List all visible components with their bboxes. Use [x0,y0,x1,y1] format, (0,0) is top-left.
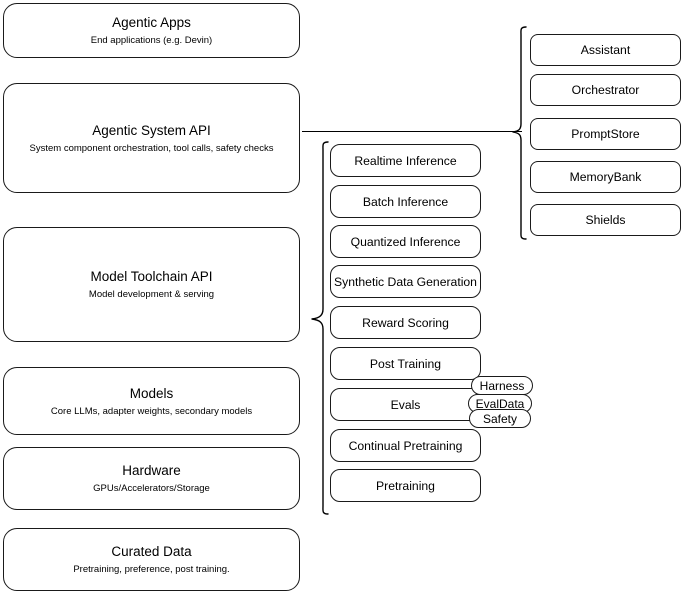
layer-box-models[interactable]: Models Core LLMs, adapter weights, secon… [3,367,300,435]
toolchain-box-synthetic-data-generation[interactable]: Synthetic Data Generation [330,265,481,298]
layer-subtitle: GPUs/Accelerators/Storage [93,483,210,494]
evals-chip-safety[interactable]: Safety [469,409,531,428]
layer-box-model-toolchain-api[interactable]: Model Toolchain API Model development & … [3,227,300,342]
evals-chip-harness[interactable]: Harness [471,376,533,395]
layer-box-curated-data[interactable]: Curated Data Pretraining, preference, po… [3,528,300,591]
evals-chip-label: Harness [479,378,525,393]
toolchain-label: Batch Inference [362,194,449,209]
layer-title: Curated Data [111,544,192,559]
component-label: MemoryBank [569,170,642,184]
toolchain-label: Realtime Inference [354,153,457,168]
toolchain-box-quantized-inference[interactable]: Quantized Inference [330,225,481,258]
toolchain-label: Quantized Inference [350,234,461,249]
toolchain-label: Reward Scoring [362,315,449,330]
layer-subtitle: System component orchestration, tool cal… [29,142,274,154]
layer-box-hardware[interactable]: Hardware GPUs/Accelerators/Storage [3,447,300,510]
component-box-memorybank[interactable]: MemoryBank [530,161,681,193]
component-label: Shields [585,213,626,227]
layer-subtitle: Model development & serving [88,289,215,300]
toolchain-box-batch-inference[interactable]: Batch Inference [330,185,481,218]
connector-agentic-system-to-components [302,131,522,133]
toolchain-box-post-training[interactable]: Post Training [330,347,481,380]
layer-subtitle: End applications (e.g. Devin) [90,35,213,46]
component-box-promptstore[interactable]: PromptStore [530,118,681,150]
toolchain-label: Synthetic Data Generation [334,274,477,289]
toolchain-label: Continual Pretraining [348,438,463,453]
layer-box-agentic-system-api[interactable]: Agentic System API System component orch… [3,83,300,193]
layer-title: Hardware [122,463,181,478]
toolchain-box-reward-scoring[interactable]: Reward Scoring [330,306,481,339]
layer-title: Models [129,385,174,401]
toolchain-box-continual-pretraining[interactable]: Continual Pretraining [330,429,481,462]
component-box-shields[interactable]: Shields [530,204,681,236]
component-label: Orchestrator [571,83,640,97]
layer-title: Agentic System API [92,122,211,138]
toolchain-label: Pretraining [376,478,435,493]
toolchain-box-evals[interactable]: Evals [330,388,481,421]
component-label: PromptStore [571,127,640,141]
brace-agentic-components [512,26,527,240]
toolchain-box-pretraining[interactable]: Pretraining [330,469,481,502]
layer-title: Model Toolchain API [90,269,213,284]
component-box-assistant[interactable]: Assistant [530,34,681,66]
evals-chip-label: EvalData [475,396,525,411]
layer-title: Agentic Apps [112,15,191,30]
layer-box-agentic-apps[interactable]: Agentic Apps End applications (e.g. Devi… [3,3,300,58]
toolchain-label: Evals [390,397,421,412]
brace-model-toolchain-items [311,141,329,515]
toolchain-box-realtime-inference[interactable]: Realtime Inference [330,144,481,177]
evals-chip-label: Safety [482,411,518,426]
component-label: Assistant [580,43,631,57]
toolchain-label: Post Training [369,356,442,371]
component-box-orchestrator[interactable]: Orchestrator [530,74,681,106]
layer-subtitle: Core LLMs, adapter weights, secondary mo… [50,405,253,417]
layer-subtitle: Pretraining, preference, post training. [73,564,230,575]
